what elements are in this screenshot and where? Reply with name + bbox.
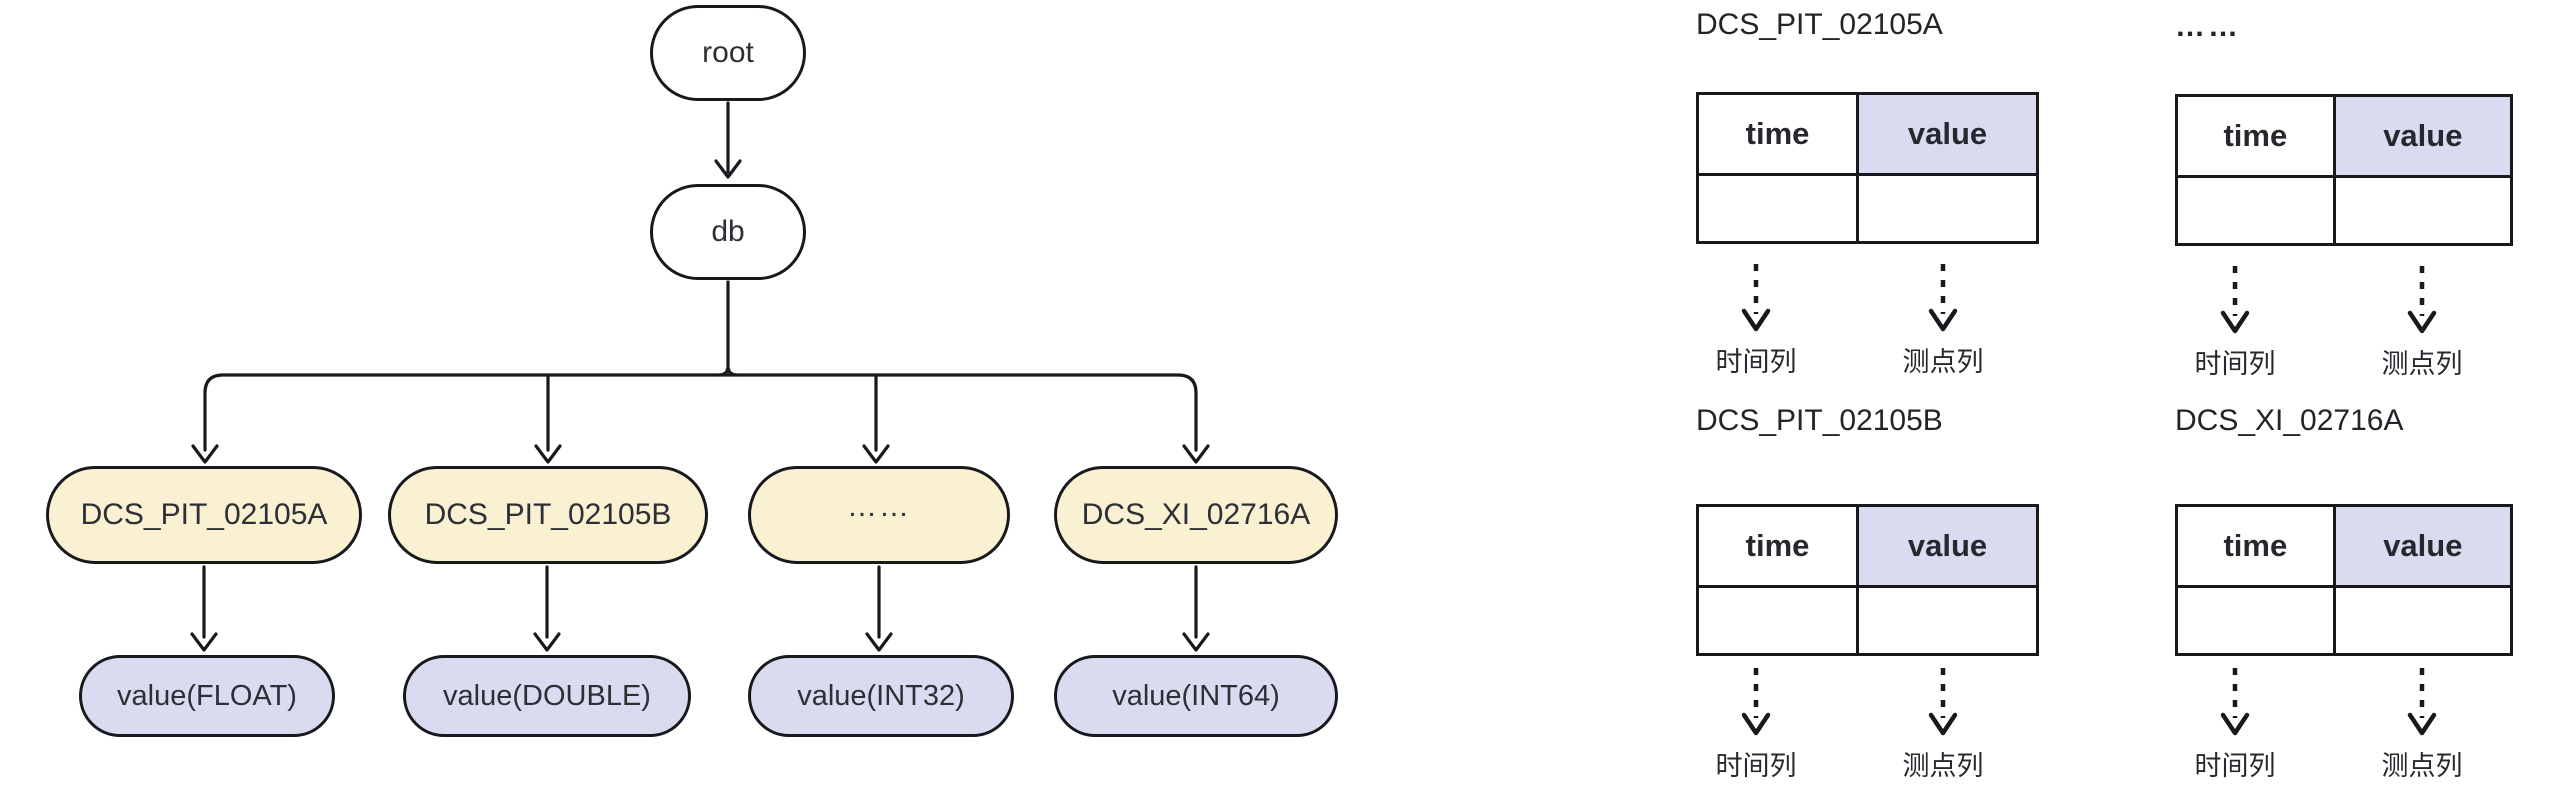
timeseries-table: time value: [2175, 94, 2513, 246]
edge-db-junction: [717, 280, 739, 377]
table-group-title: ……: [2175, 10, 2241, 43]
value-header-cell: value: [1859, 95, 2036, 176]
dashed-arrow-icon: [2220, 668, 2250, 736]
tree-node-measurement-2: value(DOUBLE): [403, 655, 691, 737]
arrowhead-icon: [533, 632, 561, 652]
time-header-cell: time: [2178, 97, 2336, 178]
arrowhead-icon: [1182, 632, 1210, 652]
timeseries-table: time value: [2175, 504, 2513, 656]
time-empty-cell: [2178, 588, 2336, 653]
time-empty-cell: [1699, 176, 1860, 241]
value-empty-cell: [1859, 588, 2036, 653]
dashed-arrow-icon: [2407, 668, 2437, 736]
value-header-cell: value: [1859, 507, 2036, 588]
time-column-label: 时间列: [1715, 751, 1797, 781]
dashed-arrow-icon: [1928, 264, 1958, 332]
tree-node-measurement-4: value(INT64): [1054, 655, 1338, 737]
arrowhead-icon: [714, 159, 742, 179]
tree-node-device-4: DCS_XI_02716A: [1054, 466, 1338, 564]
value-column-label: 测点列: [1902, 347, 1984, 377]
value-column-label: 测点列: [1902, 751, 1984, 781]
tree-node-device-ellipsis: ……: [748, 466, 1010, 564]
arrowhead-icon: [862, 444, 890, 464]
dashed-arrow-icon: [1741, 668, 1771, 736]
time-header-cell: time: [2178, 507, 2336, 588]
time-column-label: 时间列: [2194, 349, 2276, 379]
table-group-title: DCS_PIT_02105A: [1696, 8, 1943, 41]
dashed-arrow-icon: [1741, 264, 1771, 332]
value-header-cell: value: [2335, 97, 2510, 178]
time-column-label: 时间列: [1715, 347, 1797, 377]
time-column-label: 时间列: [2194, 751, 2276, 781]
tree-node-measurement-1: value(FLOAT): [79, 655, 335, 737]
value-empty-cell: [2336, 588, 2510, 653]
table-group-title: DCS_PIT_02105B: [1696, 404, 1943, 437]
tree-node-device-2: DCS_PIT_02105B: [388, 466, 708, 564]
tree-node-root: root: [650, 5, 806, 101]
timeseries-table: time value: [1696, 504, 2039, 656]
table-group-title: DCS_XI_02716A: [2175, 404, 2404, 437]
value-empty-cell: [2336, 178, 2510, 243]
arrowhead-icon: [190, 632, 218, 652]
value-column-label: 测点列: [2381, 349, 2463, 379]
time-header-cell: time: [1699, 95, 1860, 176]
value-header-cell: value: [2335, 507, 2510, 588]
value-empty-cell: [1859, 176, 2036, 241]
dashed-arrow-icon: [2220, 266, 2250, 334]
dashed-arrow-icon: [1928, 668, 1958, 736]
timeseries-table: time value: [1696, 92, 2039, 244]
table-group-dcs-pit-02105a: DCS_PIT_02105A time value 时间列 测点列: [1696, 8, 2046, 398]
table-group-ellipsis: …… time value 时间列 测点列: [2175, 10, 2525, 400]
ellipsis-label: ……: [847, 490, 911, 523]
time-empty-cell: [1699, 588, 1860, 653]
tree-node-device-1: DCS_PIT_02105A: [46, 466, 362, 564]
tree-node-measurement-3: value(INT32): [748, 655, 1014, 737]
arrowhead-icon: [534, 444, 562, 464]
tree-node-db: db: [650, 184, 806, 280]
arrowhead-icon: [191, 444, 219, 464]
time-empty-cell: [2178, 178, 2336, 243]
table-group-dcs-pit-02105b: DCS_PIT_02105B time value 时间列 测点列: [1696, 404, 2046, 794]
arrowhead-icon: [865, 632, 893, 652]
branch-rail: [203, 373, 1198, 452]
dashed-arrow-icon: [2407, 266, 2437, 334]
value-column-label: 测点列: [2381, 751, 2463, 781]
arrowhead-icon: [1182, 444, 1210, 464]
table-group-dcs-xi-02716a: DCS_XI_02716A time value 时间列 测点列: [2175, 404, 2525, 794]
time-header-cell: time: [1699, 507, 1860, 588]
